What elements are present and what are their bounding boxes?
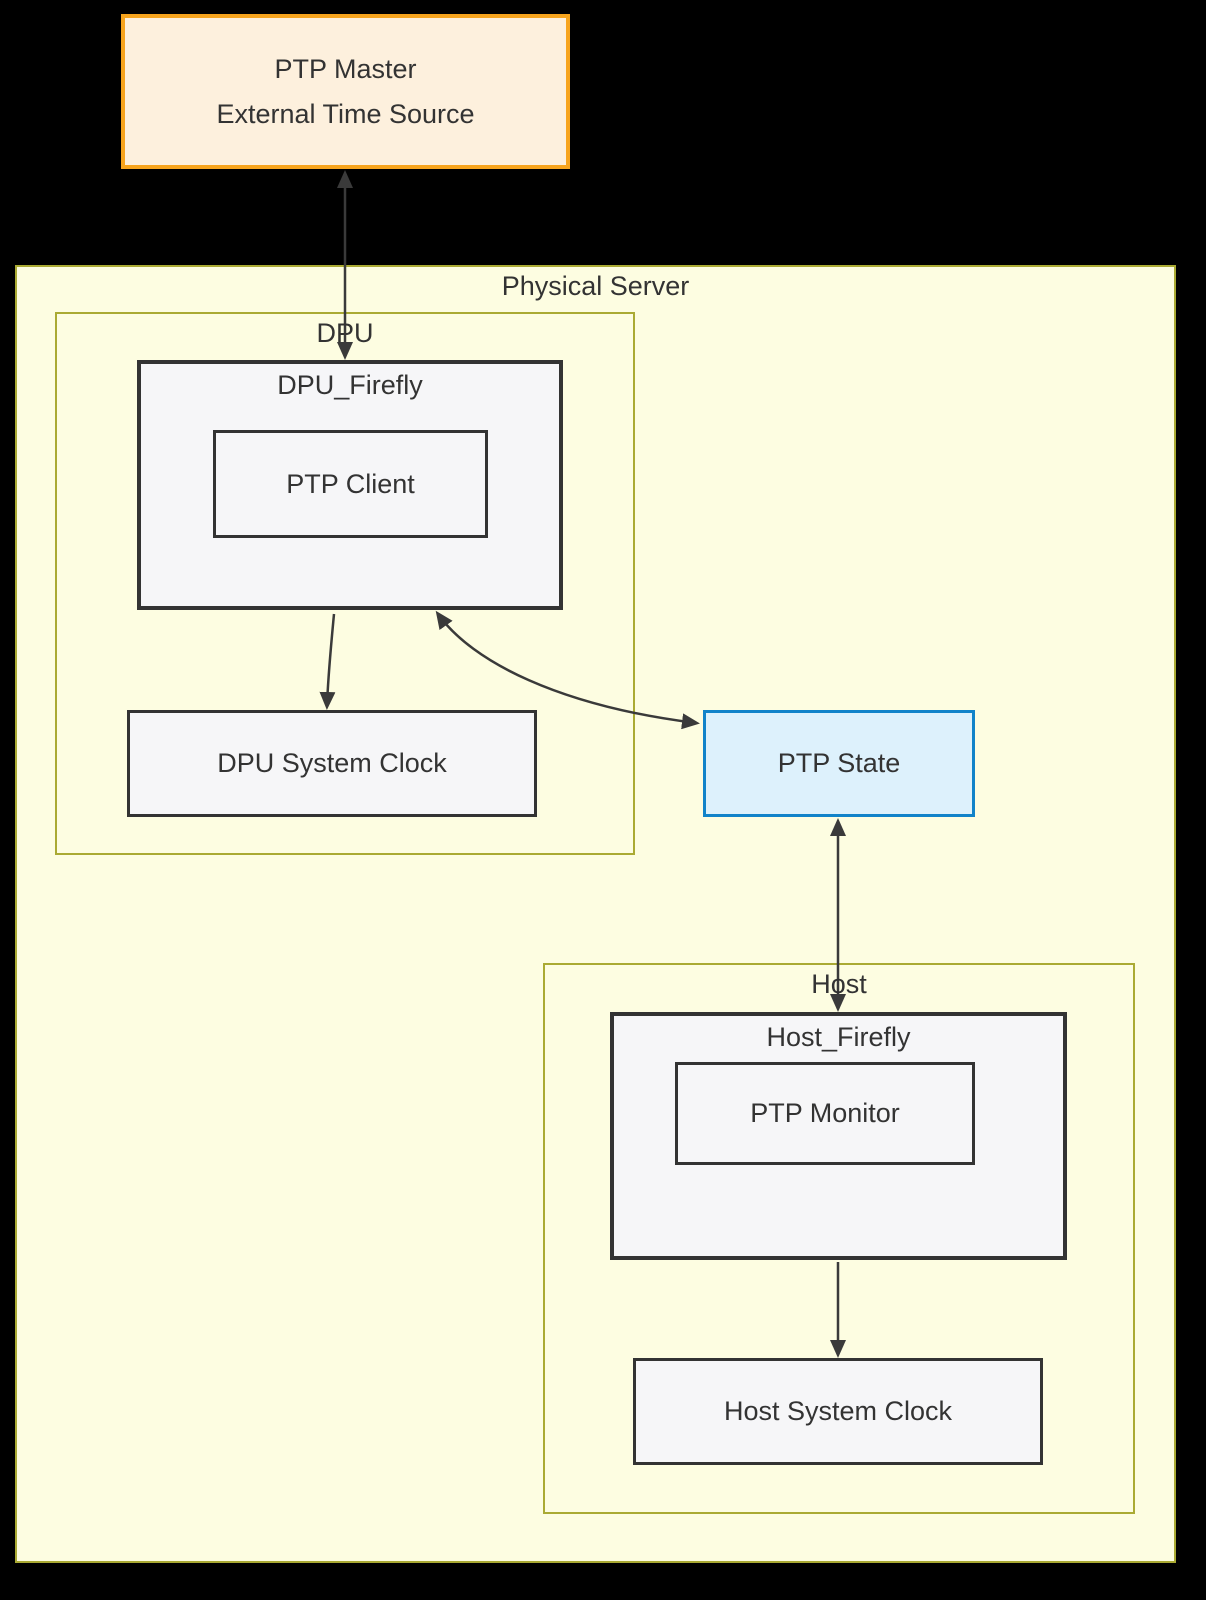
ptp-master-label-line1: PTP Master xyxy=(274,53,417,84)
physical-server-label: Physical Server xyxy=(501,271,690,301)
host-label: Host xyxy=(811,969,867,999)
node-ptp-state: PTP State xyxy=(703,710,975,817)
ptp-client-label: PTP Client xyxy=(286,468,415,499)
host-system-clock-label: Host System Clock xyxy=(723,1396,953,1426)
host-firefly-label: Host_Firefly xyxy=(766,1022,911,1052)
dpu-system-clock-label: DPU System Clock xyxy=(217,748,447,778)
ptp-state-label: PTP State xyxy=(777,748,901,778)
dpu-label: DPU xyxy=(316,318,374,348)
node-ptp-master: PTP Master External Time Source xyxy=(121,14,570,169)
dpu-firefly-label: DPU_Firefly xyxy=(277,370,423,400)
node-host-system-clock: Host System Clock xyxy=(633,1358,1043,1465)
ptp-master-label-line2: External Time Source xyxy=(216,98,475,129)
node-ptp-monitor: PTP Monitor xyxy=(675,1062,975,1165)
node-ptp-client: PTP Client xyxy=(213,430,488,538)
ptp-monitor-label: PTP Monitor xyxy=(750,1098,900,1128)
node-dpu-system-clock: DPU System Clock xyxy=(127,710,537,817)
